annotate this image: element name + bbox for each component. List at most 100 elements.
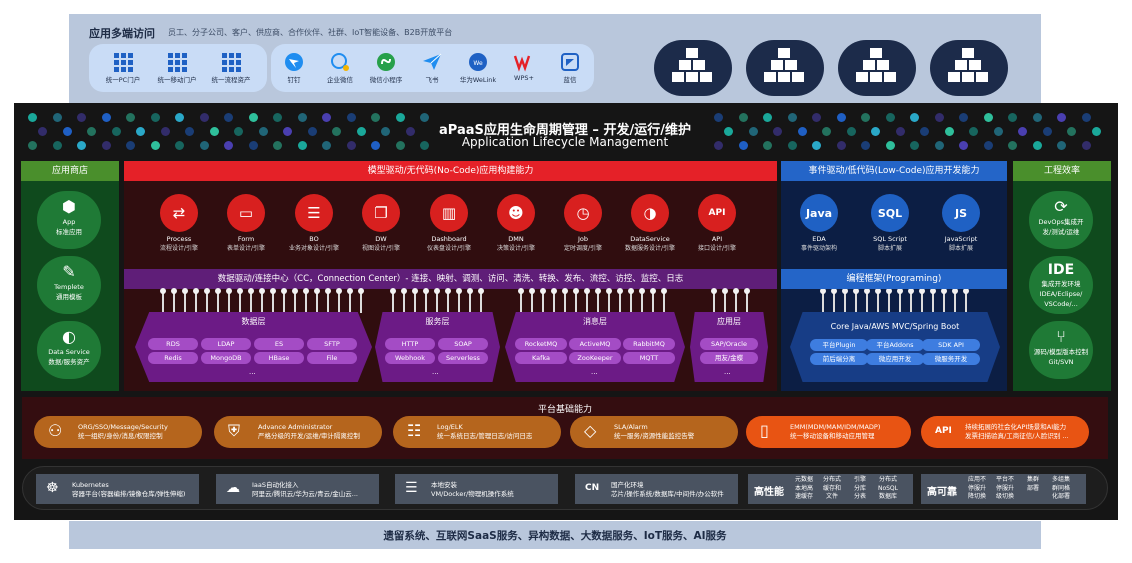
infra-card[interactable]: ☁IaaS自动化接入阿里云/腾讯云/华为云/青云/金山云... — [216, 474, 379, 504]
connector-chip[interactable]: ES — [254, 338, 304, 350]
connector-chip[interactable]: RDS — [148, 338, 198, 350]
connector-chip[interactable]: SOAP — [438, 338, 488, 350]
connector-chip[interactable]: File — [307, 352, 357, 364]
programming-chip[interactable]: 平台Plugin — [810, 339, 868, 351]
capability-line: 部署 — [1026, 484, 1039, 492]
connector-chip[interactable]: RabbitMQ — [623, 338, 675, 350]
template-icon: ✎ — [62, 262, 76, 281]
decorative-dot — [944, 127, 954, 136]
connector-chip[interactable]: 用友/金蝶 — [700, 352, 758, 364]
app-wps[interactable]: WPS+ — [501, 44, 547, 82]
portal-mobile[interactable]: 统一移动门户 — [149, 44, 205, 84]
efficiency-card[interactable]: ⟳ DevOps集成开 发/测试/运维 — [1029, 191, 1093, 249]
connector-pin — [445, 288, 451, 313]
connector-chip[interactable]: Webhook — [385, 352, 435, 364]
devops-icon: ⟳ — [1054, 197, 1068, 216]
app-dingtalk[interactable]: 钉钉 — [271, 44, 317, 84]
engine-name: Process — [166, 235, 192, 243]
connector-pin — [529, 288, 535, 313]
decorative-dot — [885, 141, 895, 150]
app-welink[interactable]: We 华为WeLink — [455, 44, 501, 84]
app-label: 飞书 — [425, 76, 439, 84]
connector-pin — [215, 288, 221, 313]
platform-card[interactable]: ▯EMM(MDM/MAM/IDM/MADP)统一移动设备和移动应用管理 — [746, 416, 911, 448]
connector-chip[interactable]: Kafka — [515, 352, 567, 364]
app-feishu[interactable]: 飞书 — [409, 44, 455, 84]
connector-chip[interactable]: HTTP — [385, 338, 435, 350]
engine-name: DMN — [508, 235, 524, 243]
engine-desc: 仪表盘设计/引擎 — [426, 245, 472, 252]
app-wecom[interactable]: 企业微信 — [317, 44, 363, 84]
connector-chip[interactable]: MongoDB — [201, 352, 251, 364]
portal-pc[interactable]: 统一PC门户 — [95, 44, 151, 84]
programming-chip[interactable]: 前后端分离 — [810, 353, 868, 365]
app-label: 钉钉 — [287, 76, 301, 84]
decorative-dot — [1091, 127, 1101, 136]
programming-chip[interactable]: 微服务开发 — [922, 353, 980, 365]
connector-chip[interactable]: Serverless — [438, 352, 488, 364]
connector-chip[interactable]: HBase — [254, 352, 304, 364]
efficiency-card[interactable]: IDE 集成开发环境 IDEA/Eclipse/ VSCode/... — [1029, 256, 1093, 314]
engine-desc: 流程设计/引擎 — [159, 245, 199, 252]
connector-pin — [744, 288, 750, 313]
connector-chip[interactable]: MQTT — [623, 352, 675, 364]
connector-pin — [412, 288, 418, 313]
engine-name: SQL Script — [873, 235, 907, 243]
portal-process[interactable]: 统一流程资产 — [203, 44, 259, 84]
connector-pin — [226, 288, 232, 313]
connector-pin — [853, 288, 859, 313]
app-store-card[interactable]: ✎ Templete 通用模板 — [37, 256, 101, 314]
portal-label: 统一PC门户 — [105, 76, 141, 84]
decorative-dot — [38, 127, 47, 136]
view-icon: ❐ — [362, 194, 400, 232]
connector-chip[interactable]: RocketMQ — [515, 338, 567, 350]
card-label: Templete — [54, 283, 84, 291]
decorative-dot — [322, 141, 331, 150]
efficiency-card[interactable]: ⑂ 源码/模型版本控制 Git/SVN — [1029, 321, 1093, 379]
connector-chip[interactable]: SFTP — [307, 338, 357, 350]
connector-pin — [347, 288, 353, 313]
decorative-dot — [209, 127, 219, 136]
decorative-dot — [224, 141, 233, 150]
connector-pin — [292, 288, 298, 313]
connector-chip[interactable]: ZooKeeper — [569, 352, 621, 364]
programming-chip[interactable]: SDK API — [922, 339, 980, 351]
decorative-dot — [273, 141, 282, 150]
connector-chip[interactable]: Redis — [148, 352, 198, 364]
app-store-card[interactable]: ◐ Data Service 数据/服务资产 — [37, 321, 101, 379]
decorative-dot — [773, 127, 782, 136]
grid-icon — [166, 52, 188, 72]
app-miniprogram[interactable]: 微信小程序 — [363, 44, 409, 84]
connector-chip[interactable]: LDAP — [201, 338, 251, 350]
app-store-card[interactable]: ⬢ App 标准应用 — [37, 191, 101, 249]
decorative-dot — [959, 113, 968, 122]
decorative-dot — [77, 141, 86, 150]
connector-pin — [467, 288, 473, 313]
programming-chip[interactable]: 微应用开发 — [866, 353, 924, 365]
programming-chip[interactable]: 平台Addons — [866, 339, 924, 351]
app-lanxin[interactable]: 蓝信 — [547, 44, 593, 84]
alm-title: aPaaS应用生命周期管理 – 开发/运行/维护 — [439, 123, 691, 138]
connector-chip[interactable]: SAP/Oracle — [700, 338, 758, 350]
connector-chip[interactable]: ActiveMQ — [569, 338, 621, 350]
